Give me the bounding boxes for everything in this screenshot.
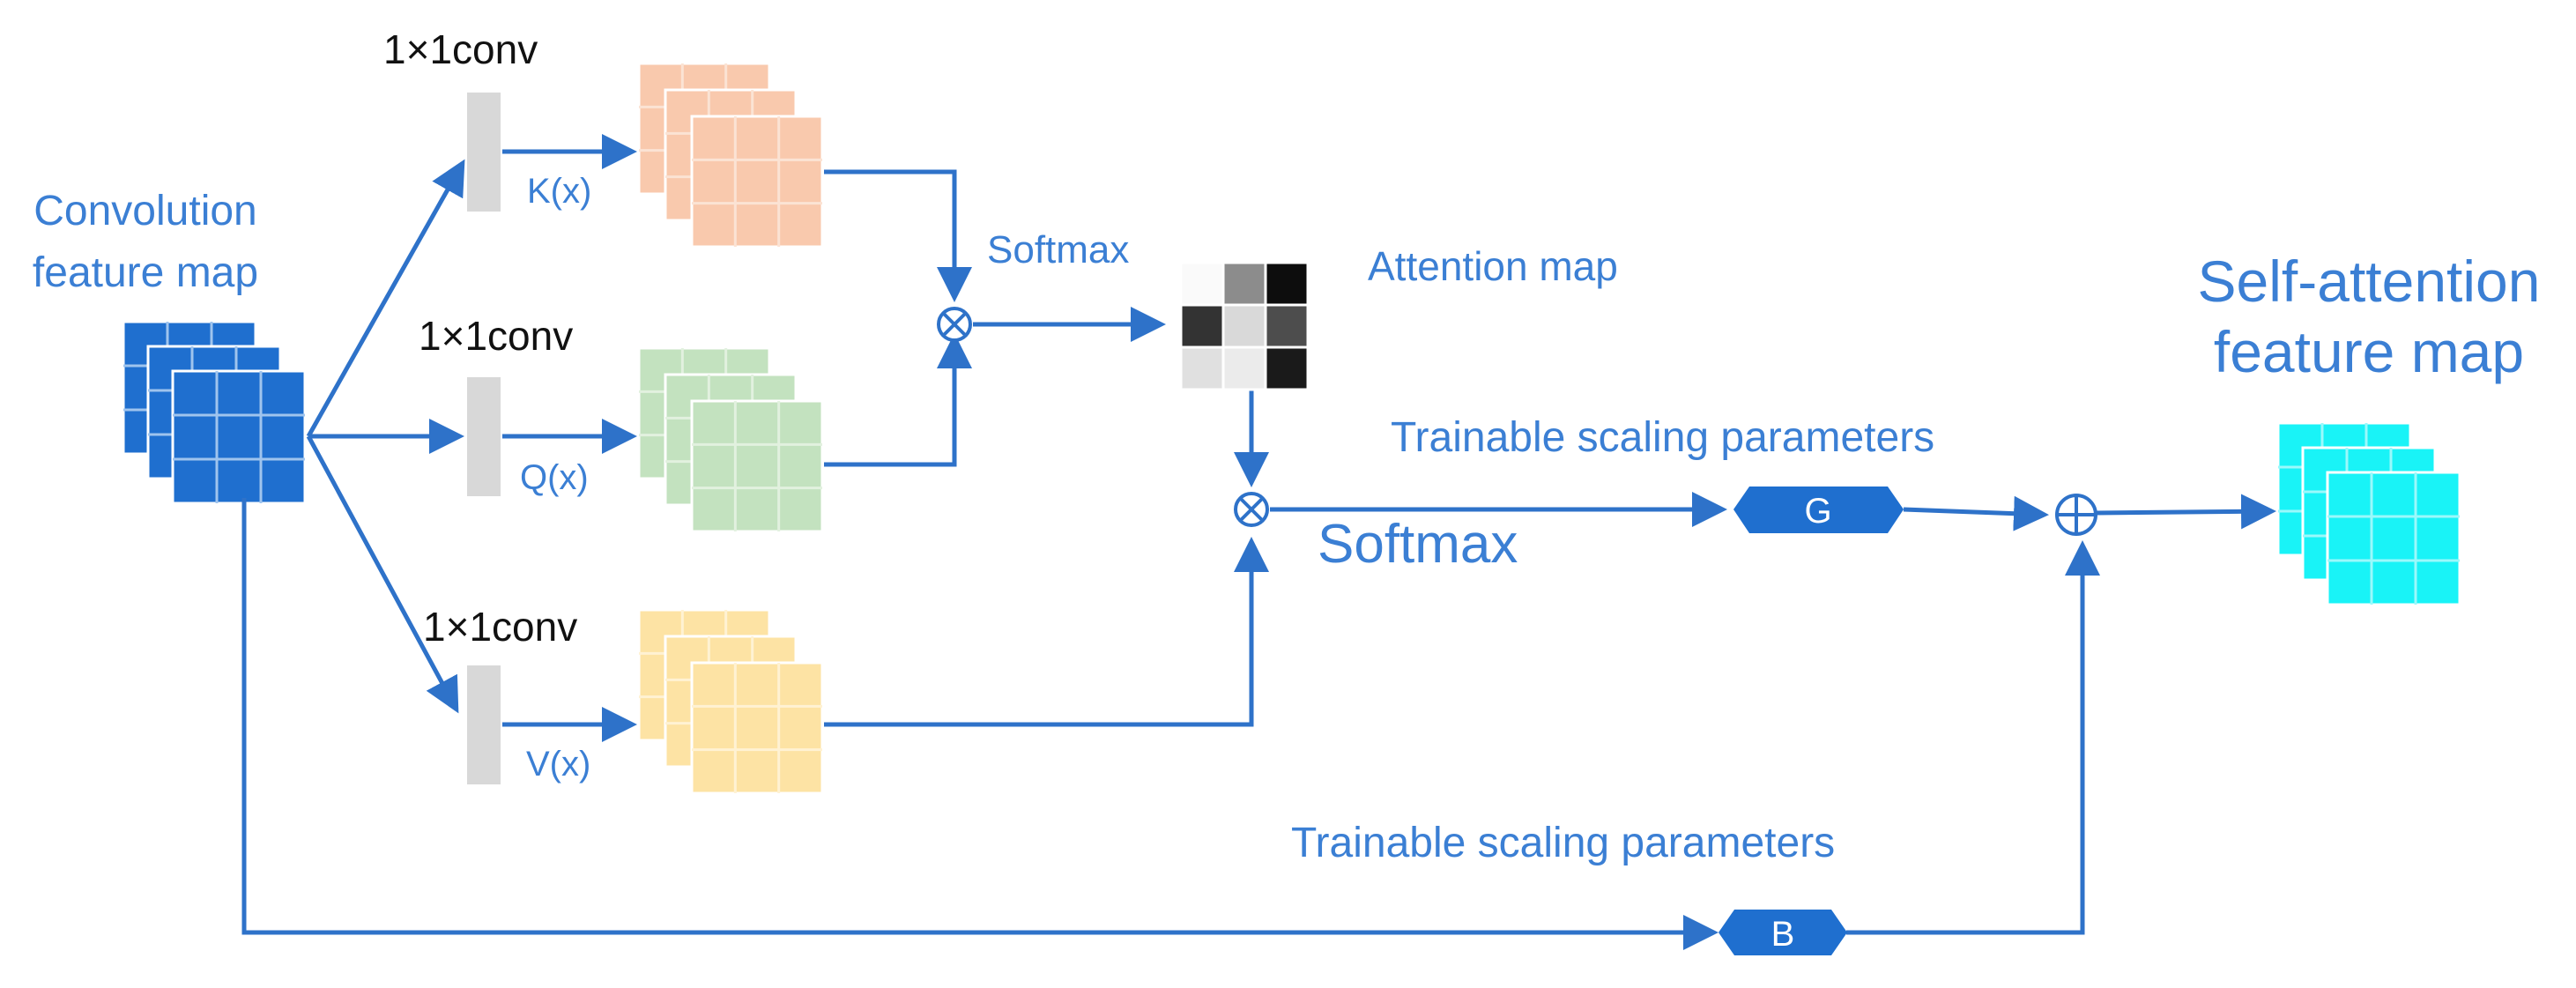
grid-layer: [690, 399, 824, 533]
conv-label-k: 1×1conv: [383, 26, 538, 72]
arrow-beta-to-add: [1846, 540, 2100, 935]
scaling-label-top: Trainable scaling parameters: [1391, 414, 1934, 461]
conv-label-v: 1×1conv: [423, 604, 577, 650]
attention-map-label: Attention map: [1368, 243, 1618, 289]
input-label-line1: Convolution: [33, 188, 257, 234]
beta-parameter-pill: B: [1719, 910, 1847, 955]
input-feature-map-stack: [122, 320, 307, 505]
softmax-label-small: Softmax: [987, 228, 1129, 271]
arrow-gamma-to-add: [1903, 495, 2049, 531]
arrow-key-to-mult1: [824, 169, 972, 302]
grid-layer: [2326, 471, 2461, 606]
attention-cell: [1264, 345, 1310, 391]
attention-cell: [1221, 261, 1267, 307]
scaling-label-bottom: Trainable scaling parameters: [1291, 820, 1835, 866]
arrow-add-to-output: [2095, 494, 2276, 530]
arrow-value-to-mult2: [824, 537, 1269, 727]
query-feature-map-stack: [637, 346, 824, 533]
multiply-node-2: [1234, 492, 1269, 527]
grid-layer: [171, 369, 307, 505]
attention-cell: [1264, 261, 1310, 307]
output-label-line1: Self-attention: [2198, 249, 2541, 314]
grid-layer: [690, 115, 824, 249]
attention-cell: [1179, 303, 1225, 349]
softmax-label-large: Softmax: [1318, 514, 1518, 575]
conv-bar-q: [467, 377, 501, 496]
arrow-query-to-mult1: [824, 333, 972, 467]
branch-label-v: V(x): [526, 745, 590, 784]
beta-label: B: [1771, 915, 1795, 954]
conv-label-q: 1×1conv: [419, 313, 573, 359]
conv-bar-k: [467, 93, 501, 212]
multiply-node-1: [937, 307, 972, 342]
attention-cell: [1179, 345, 1225, 391]
attention-cell: [1221, 303, 1267, 349]
attention-cell: [1221, 345, 1267, 391]
output-feature-map-stack: [2276, 421, 2461, 606]
value-feature-map-stack: [637, 608, 824, 795]
output-label-line2: feature map: [2214, 319, 2524, 384]
add-node: [2055, 494, 2097, 536]
connection-lines: [241, 134, 2276, 950]
attention-map: [1179, 261, 1310, 391]
key-feature-map-stack: [637, 62, 824, 249]
gamma-parameter-pill: G: [1733, 487, 1904, 533]
arrow-input-to-conv-v: [306, 435, 459, 714]
gamma-label: G: [1804, 492, 1831, 531]
input-label-line2: feature map: [33, 249, 258, 296]
arrow-input-to-beta: [241, 498, 1719, 950]
branch-label-k: K(x): [527, 172, 591, 211]
arrow-input-to-conv-k: [306, 159, 465, 438]
attention-cell: [1264, 303, 1310, 349]
conv-bar-v: [467, 665, 501, 784]
attention-cell: [1179, 261, 1225, 307]
grid-layer: [690, 661, 824, 795]
branch-label-q: Q(x): [520, 458, 589, 497]
